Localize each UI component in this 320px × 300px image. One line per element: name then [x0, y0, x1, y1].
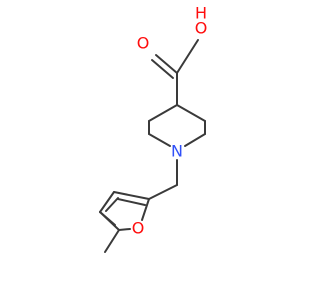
structure-svg: O H O N O — [99, 4, 208, 253]
bond-furan-c3-c2-double — [117, 198, 146, 206]
bond-furan-c2-o — [141, 198, 150, 221]
atom-label-h-hydroxyl: H — [195, 4, 207, 23]
bond-furan-c4-c3-double — [105, 197, 119, 212]
bond-furan-methyl — [104, 229, 120, 253]
bond-ring-4 — [148, 133, 171, 147]
bond-furan-c3-c2 — [113, 191, 150, 200]
atom-label-o-furan: O — [132, 219, 145, 238]
atom-label-o-carbonyl: O — [137, 34, 150, 53]
bond-cooh-oh — [176, 39, 199, 74]
bond-furan-c5-c4-double — [99, 211, 116, 226]
atom-label-o-hydroxyl: O — [195, 19, 208, 38]
bond-ring-1 — [176, 104, 206, 122]
bond-ring-3 — [184, 133, 206, 147]
bond-ch2-furan — [148, 184, 178, 200]
molecule-diagram: O H O N O — [99, 4, 208, 253]
bond-furan-c4-c3 — [99, 191, 115, 213]
bond-ring-6 — [148, 104, 178, 122]
atom-label-n-piperidine: N — [171, 142, 183, 161]
bond-cooh-carbonyl-double — [151, 59, 174, 79]
bond-furan-o-c5 — [118, 228, 131, 231]
bond-cooh-carbonyl — [155, 54, 178, 74]
